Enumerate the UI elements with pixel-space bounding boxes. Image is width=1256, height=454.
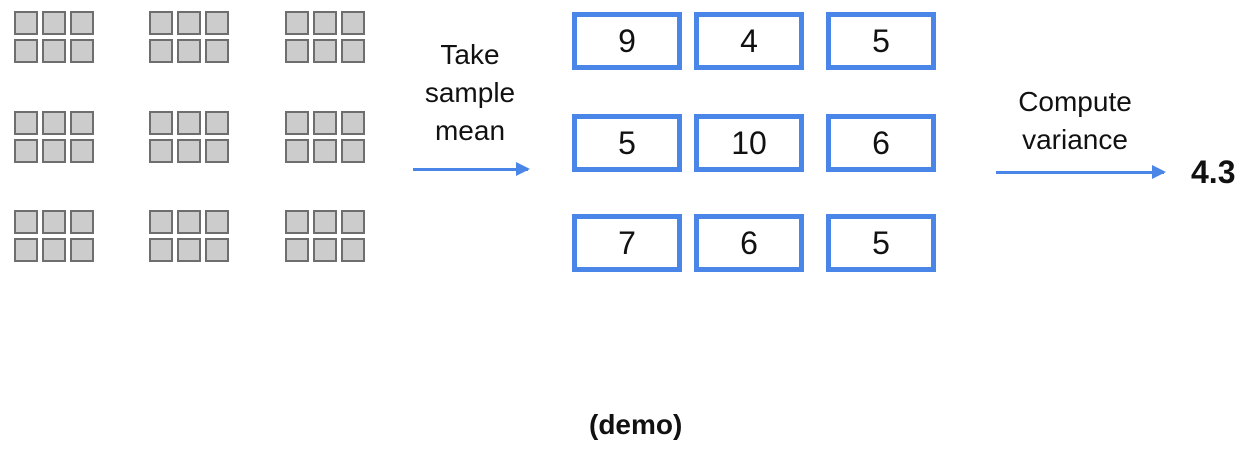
sample-cell — [42, 238, 66, 262]
mean-value-box: 10 — [694, 114, 804, 172]
sample-grid — [149, 210, 231, 264]
sample-cell — [285, 139, 309, 163]
sample-grid — [285, 111, 367, 165]
mean-value-box: 4 — [694, 12, 804, 70]
sample-cell — [14, 238, 38, 262]
variance-result: 4.3 — [1191, 154, 1236, 190]
sample-cell — [313, 11, 337, 35]
sample-cell — [149, 139, 173, 163]
sample-cell — [285, 210, 309, 234]
sample-cell — [313, 210, 337, 234]
mean-value-box: 5 — [572, 114, 682, 172]
sample-grid — [285, 11, 367, 65]
sample-cell — [205, 11, 229, 35]
label-line: sample — [424, 77, 516, 108]
sample-cell — [285, 238, 309, 262]
take-sample-mean-label: Take sample mean — [400, 36, 540, 150]
mean-value-box: 6 — [694, 214, 804, 272]
mean-value-box: 7 — [572, 214, 682, 272]
sample-cell — [42, 210, 66, 234]
sample-cell — [149, 210, 173, 234]
sample-grid — [285, 210, 367, 264]
label-line: Compute — [1018, 86, 1132, 117]
sample-cell — [42, 39, 66, 63]
sample-cell — [341, 111, 365, 135]
sample-cell — [42, 139, 66, 163]
arrow-right-icon — [996, 165, 1166, 179]
sample-cell — [177, 238, 201, 262]
sample-cell — [149, 238, 173, 262]
sample-cell — [341, 139, 365, 163]
demo-caption: (demo) — [589, 409, 683, 440]
sample-cell — [42, 11, 66, 35]
sample-cell — [285, 111, 309, 135]
sample-cell — [205, 139, 229, 163]
sample-grid — [149, 11, 231, 65]
sample-cell — [341, 39, 365, 63]
sample-grid — [149, 111, 231, 165]
sample-cell — [14, 111, 38, 135]
sample-cell — [341, 11, 365, 35]
sample-cell — [205, 238, 229, 262]
sample-cell — [42, 111, 66, 135]
sample-cell — [205, 111, 229, 135]
sample-grid — [14, 11, 96, 65]
sample-cell — [14, 11, 38, 35]
sample-cell — [177, 111, 201, 135]
sample-cell — [313, 39, 337, 63]
sample-cell — [177, 11, 201, 35]
label-line: variance — [1022, 124, 1128, 155]
sample-cell — [70, 139, 94, 163]
sample-cell — [205, 39, 229, 63]
sample-cell — [70, 111, 94, 135]
mean-value-box: 5 — [826, 214, 936, 272]
sample-cell — [313, 139, 337, 163]
sample-cell — [313, 111, 337, 135]
sample-cell — [285, 11, 309, 35]
sample-cell — [70, 210, 94, 234]
sample-cell — [341, 238, 365, 262]
sample-cell — [149, 111, 173, 135]
sample-cell — [341, 210, 365, 234]
sample-cell — [285, 39, 309, 63]
sample-grid — [14, 210, 96, 264]
mean-value-box: 9 — [572, 12, 682, 70]
sample-cell — [149, 11, 173, 35]
compute-variance-label: Compute variance — [995, 83, 1155, 159]
sample-cell — [177, 39, 201, 63]
mean-value-box: 6 — [826, 114, 936, 172]
sample-cell — [177, 139, 201, 163]
sample-cell — [14, 210, 38, 234]
sample-cell — [14, 39, 38, 63]
mean-value-box: 5 — [826, 12, 936, 70]
label-line: Take — [440, 39, 500, 70]
sample-cell — [14, 139, 38, 163]
sample-cell — [205, 210, 229, 234]
sample-cell — [313, 238, 337, 262]
label-line: mean — [434, 115, 506, 146]
sample-cell — [149, 39, 173, 63]
sample-cell — [70, 238, 94, 262]
sample-cell — [70, 39, 94, 63]
sample-cell — [177, 210, 201, 234]
sample-cell — [70, 11, 94, 35]
arrow-right-icon — [413, 162, 530, 176]
sample-grid — [14, 111, 96, 165]
